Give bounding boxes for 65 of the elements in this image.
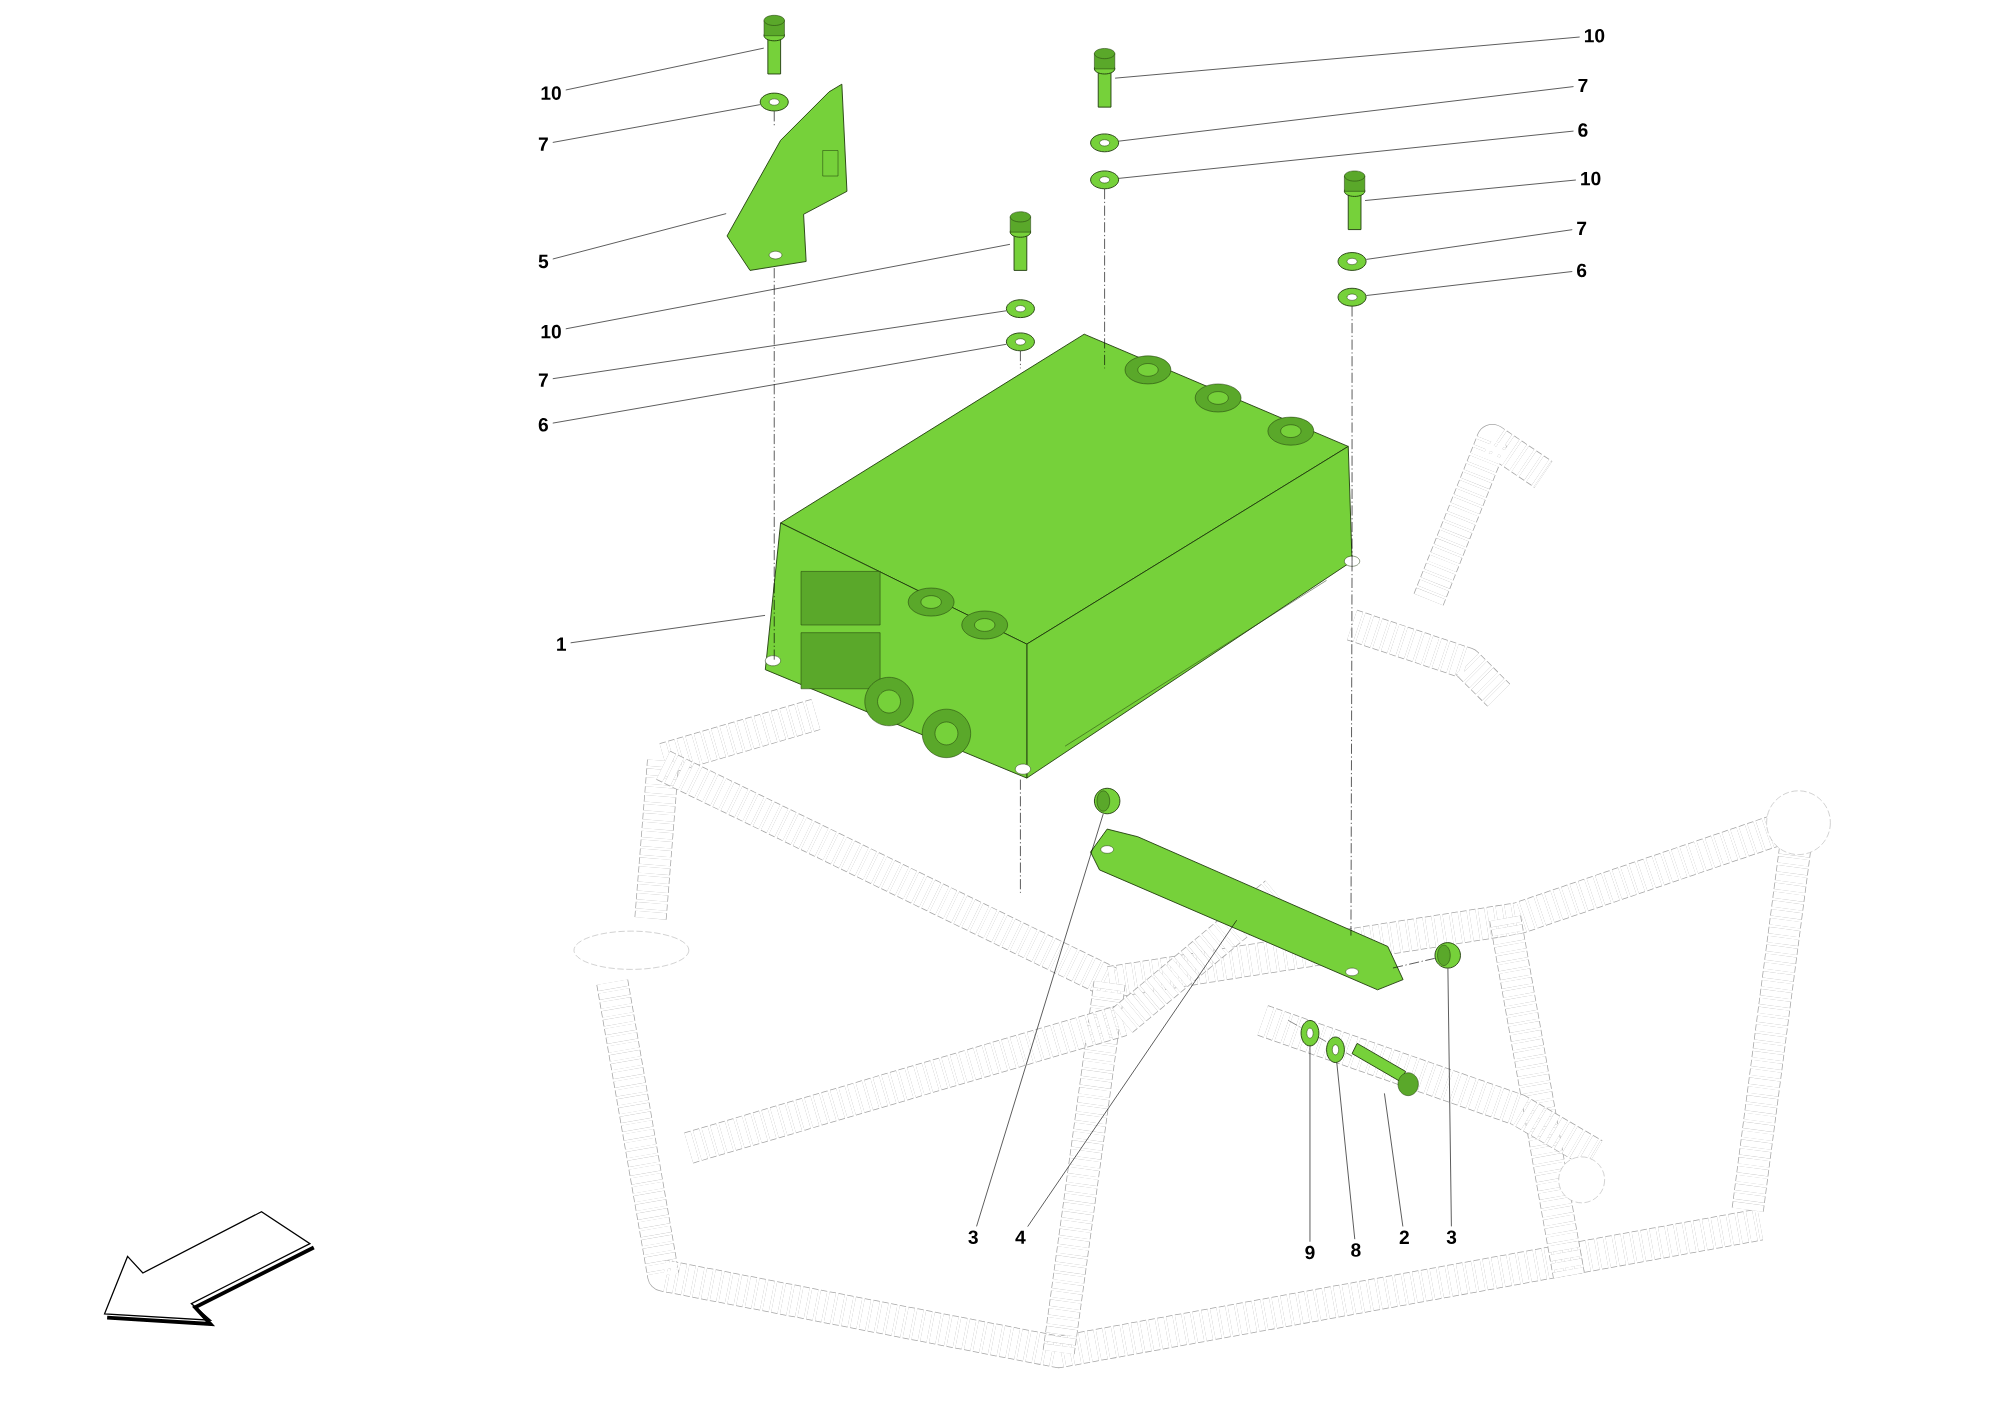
center-line [1392,957,1436,969]
bolt [1009,211,1032,271]
leader-line [1384,1092,1404,1227]
leader-line [570,614,766,643]
leader-line [565,47,765,91]
callout-number: 4 [1015,1230,1026,1244]
support-bar [1090,828,1404,991]
callout-number: 6 [1578,123,1588,137]
callout-number: 7 [538,373,548,387]
callout-number: 1 [557,637,566,651]
callout-number: 3 [1446,1230,1457,1244]
callout-number: 6 [538,417,548,432]
callout-number: 10 [1581,171,1601,186]
callout-number: 10 [541,324,561,339]
bushing [1093,787,1121,814]
leader-line [552,213,727,260]
leader-line [976,813,1104,1227]
center-line [773,110,775,128]
callout-number: 8 [1351,1243,1361,1257]
callout-number: 2 [1399,1230,1409,1244]
leader-line [552,310,1007,379]
washer [1337,287,1367,307]
callout-number: 9 [1305,1245,1315,1260]
washer [759,92,789,112]
center-line [1020,350,1021,369]
callout-number: 5 [538,254,549,268]
leader-line [1336,1062,1356,1240]
callout-number: 10 [541,86,561,100]
leader-line [1366,229,1573,260]
bracket [726,83,848,271]
center-line [1350,560,1353,936]
callout-number: 7 [538,137,548,151]
leader-line [1364,179,1577,201]
callout-number: 10 [1584,28,1605,43]
bolt [1093,48,1116,108]
bolt [1351,1042,1419,1096]
leader-line [1114,36,1580,79]
bushing [1434,941,1461,969]
washer [1090,133,1120,152]
callout-number: 6 [1577,263,1587,277]
center-line [773,267,775,661]
leader-line [1118,86,1574,142]
leader-line [552,343,1007,424]
leader-line [1027,919,1237,1227]
center-line [1020,779,1021,893]
washer [1005,299,1035,318]
leader-line [1447,967,1452,1227]
center-line [1104,188,1105,369]
washer [1300,1019,1320,1047]
callout-number: 7 [1577,221,1587,235]
washer [1337,251,1367,271]
callout-number: 3 [968,1230,978,1244]
washer [1090,170,1120,189]
leader-line [565,243,1011,329]
leader-line [1366,270,1573,296]
control-unit [764,333,1360,779]
callout-number: 7 [1578,78,1588,92]
bolt [763,14,785,75]
leader-line [1118,130,1574,179]
washer [1005,332,1035,351]
leader-line [552,104,761,143]
center-line [1351,305,1353,562]
washer [1326,1036,1345,1063]
leader-line [1309,1045,1311,1242]
bolt [1343,170,1366,230]
